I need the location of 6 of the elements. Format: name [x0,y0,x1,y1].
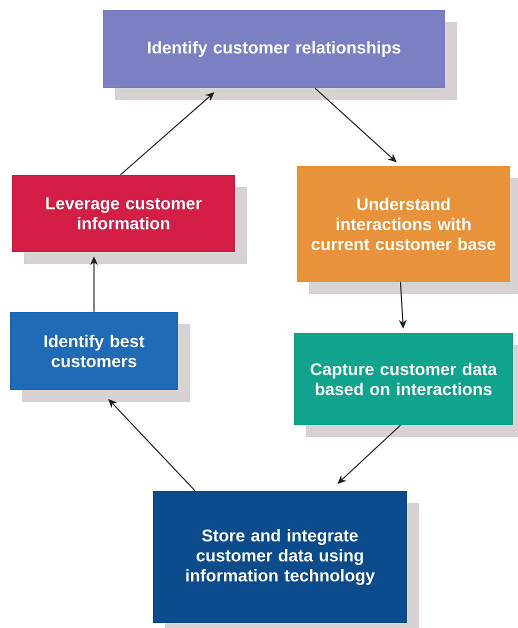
process-box: Identify best customers [10,312,190,402]
process-box: Identify customer relationships [103,10,457,100]
process-box: Capture customer data based on interactions [294,333,518,437]
process-box: Understand interactions with current customer base [297,166,518,294]
process-box: Store and integrate customer data using information technology [153,491,419,628]
process-box: Leverage customer information [12,175,247,264]
